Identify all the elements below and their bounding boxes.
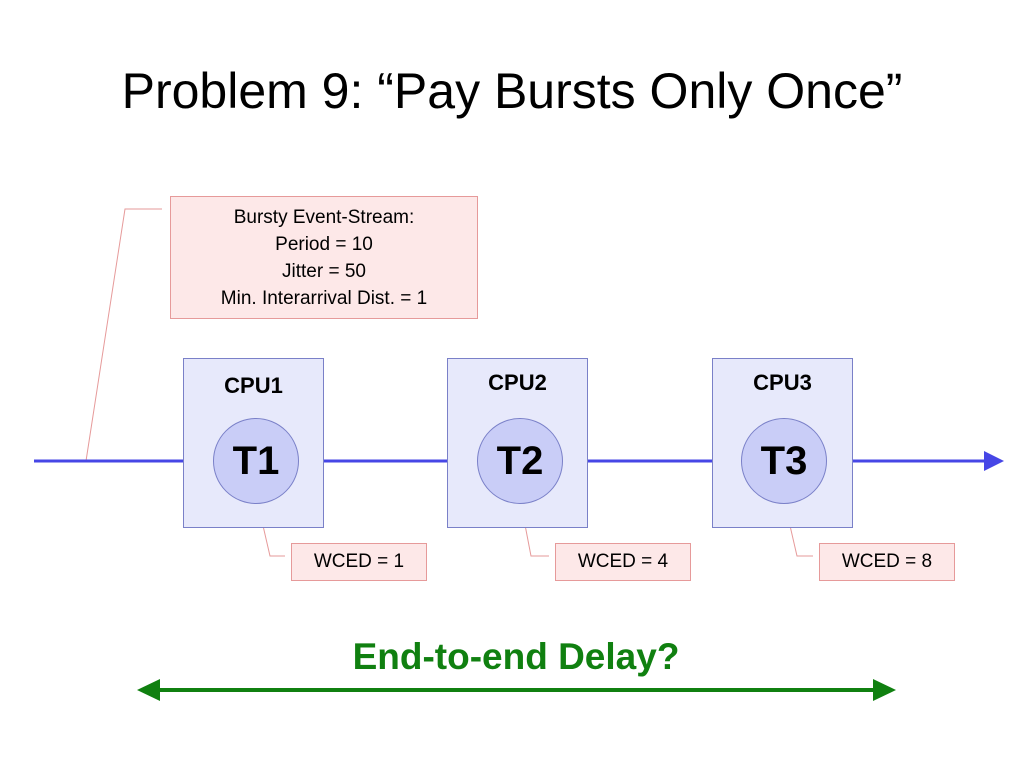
wced-t2-box: WCED = 4 (555, 543, 691, 581)
cpu2-label: CPU2 (488, 370, 547, 395)
slide-title: Problem 9: “Pay Bursts Only Once” (121, 63, 903, 119)
cpu1-label: CPU1 (224, 373, 283, 398)
stream-line-2: Period = 10 (275, 233, 373, 255)
task-t1-node: T1 (213, 418, 299, 504)
delay-arrowhead-right (873, 679, 896, 701)
event-stream-box: Bursty Event-Stream: Period = 10 Jitter … (170, 196, 478, 319)
stream-line-3: Jitter = 50 (282, 260, 366, 282)
wced-t3-box: WCED = 8 (819, 543, 955, 581)
task-t3-node: T3 (741, 418, 827, 504)
stream-line-4: Min. Interarrival Dist. = 1 (220, 287, 428, 309)
task-t2-node: T2 (477, 418, 563, 504)
delay-arrowhead-left (137, 679, 160, 701)
wced-t1-box: WCED = 1 (291, 543, 427, 581)
cpu3-label: CPU3 (753, 370, 812, 395)
stream-callout-leader (85, 208, 162, 462)
output-flow-arrowhead (984, 451, 1004, 471)
stream-line-1: Bursty Event-Stream: (233, 206, 415, 228)
end-to-end-delay-label: End-to-end Delay? (352, 636, 680, 677)
